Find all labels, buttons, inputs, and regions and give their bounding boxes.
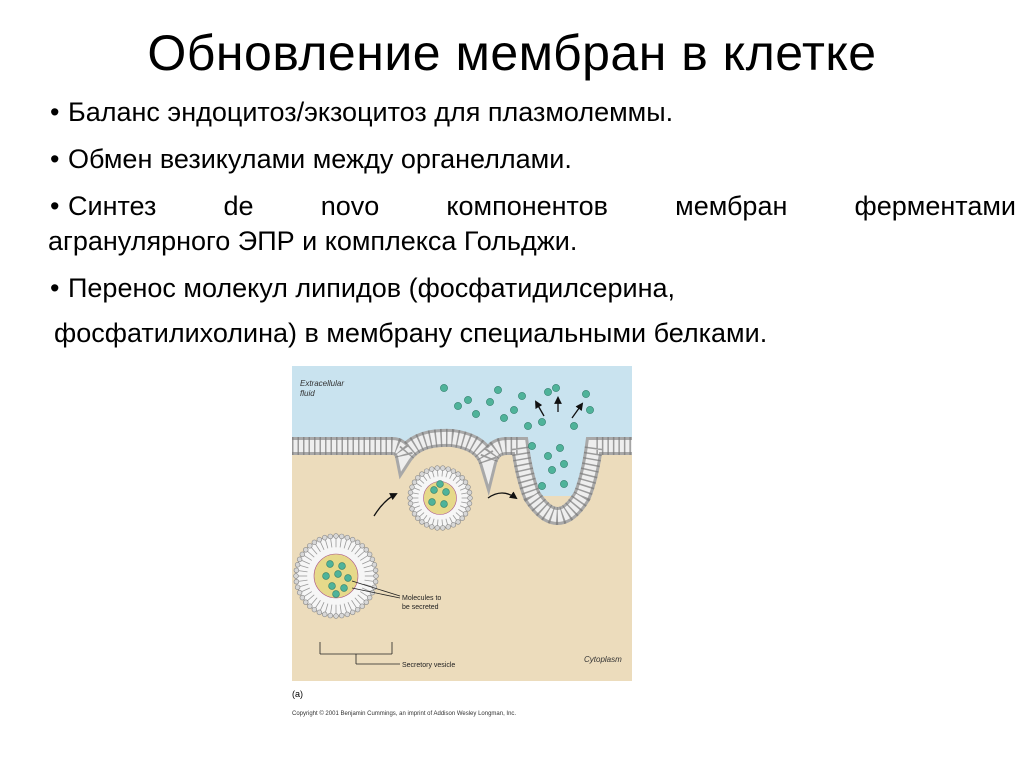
arrow-vesicle-to-fusion bbox=[373, 493, 398, 517]
word: Синтез bbox=[68, 191, 157, 221]
label-extracellular: fluid bbox=[300, 389, 315, 398]
word: novo bbox=[320, 191, 380, 221]
secretory-molecule bbox=[560, 460, 568, 468]
plasma-membrane bbox=[292, 428, 632, 525]
label-extracellular: Extracellular bbox=[300, 379, 344, 388]
bullet-marker: • bbox=[50, 144, 60, 174]
bullet-marker: • bbox=[50, 97, 60, 127]
bullet-text-line: фосфатилихолина) в мембрану специальными… bbox=[54, 318, 768, 348]
secretory-vesicle bbox=[293, 533, 379, 619]
secretory-molecule bbox=[428, 498, 436, 506]
label-cytoplasm: Cytoplasm bbox=[584, 655, 622, 664]
arrow-release bbox=[535, 400, 545, 417]
secretory-molecule bbox=[524, 422, 532, 430]
secretory-molecule bbox=[328, 582, 336, 590]
secretory-molecule bbox=[440, 384, 448, 392]
secretory-molecule bbox=[544, 452, 552, 460]
secretory-molecule bbox=[326, 560, 334, 568]
fusion-pore-lumen bbox=[524, 436, 590, 496]
secretory-molecule bbox=[338, 562, 346, 570]
bullet-text-line: Синтез de novo компонентов мембран ферме… bbox=[68, 189, 1016, 224]
figure-copyright: Copyright © 2001 Benjamin Cummings, an i… bbox=[292, 711, 517, 717]
bullet-text-line: агранулярного ЭПР и комплекса Гольджи. bbox=[48, 226, 578, 256]
secretory-molecule bbox=[332, 590, 340, 598]
secretory-molecule bbox=[544, 388, 552, 396]
secretory-molecule bbox=[538, 418, 546, 426]
bullet-text: Баланс эндоцитоз/экзоцитоз для плазмолем… bbox=[68, 97, 674, 127]
word: компонентов bbox=[446, 191, 608, 221]
figure-panel-label: (a) bbox=[292, 689, 303, 699]
secretory-molecule bbox=[518, 392, 526, 400]
secretory-molecule bbox=[334, 570, 342, 578]
bullet-text: Обмен везикулами между органеллами. bbox=[68, 144, 572, 174]
bullet-marker: • bbox=[50, 273, 60, 303]
secretory-molecule bbox=[528, 442, 536, 450]
arrow-release bbox=[571, 402, 584, 419]
secretory-molecule bbox=[582, 390, 590, 398]
word: de bbox=[223, 191, 254, 221]
bullet-marker: • bbox=[50, 191, 60, 221]
label-molecules: be secreted bbox=[402, 604, 439, 611]
secretory-molecule bbox=[340, 584, 348, 592]
secretory-molecule bbox=[454, 402, 462, 410]
secretory-molecule bbox=[430, 486, 438, 494]
label-secretory-vesicle: Secretory vesicle bbox=[402, 662, 455, 669]
secretory-molecule bbox=[322, 572, 330, 580]
bullet-text-line: Перенос молекул липидов (фосфатидилсерин… bbox=[68, 273, 676, 303]
secretory-molecule bbox=[464, 396, 472, 404]
word: ферментами bbox=[854, 191, 1016, 221]
secretory-molecule bbox=[556, 444, 564, 452]
secretory-molecule bbox=[548, 466, 556, 474]
arrow-fusion-to-release bbox=[487, 491, 518, 500]
secretory-molecule bbox=[586, 406, 594, 414]
secretory-molecule bbox=[510, 406, 518, 414]
secretory-molecule bbox=[560, 480, 568, 488]
label-molecules: Molecules to bbox=[402, 595, 441, 602]
secretory-molecule bbox=[486, 398, 494, 406]
exocytosis-figure: Extracellular fluid Molecules to be secr… bbox=[292, 366, 632, 681]
secretory-molecule bbox=[440, 500, 448, 508]
secretory-molecule bbox=[538, 482, 546, 490]
secretory-molecule bbox=[442, 488, 450, 496]
secretory-molecule bbox=[570, 422, 578, 430]
word: мембран bbox=[675, 191, 788, 221]
docking-vesicle bbox=[407, 465, 473, 531]
secretory-molecule bbox=[472, 410, 480, 418]
secretory-molecule bbox=[344, 574, 352, 582]
slide-title: Обновление мембран в клетке bbox=[147, 25, 877, 81]
secretory-molecule bbox=[500, 414, 508, 422]
secretory-molecule bbox=[552, 384, 560, 392]
secretory-molecule bbox=[494, 386, 502, 394]
secretory-molecule bbox=[436, 480, 444, 488]
